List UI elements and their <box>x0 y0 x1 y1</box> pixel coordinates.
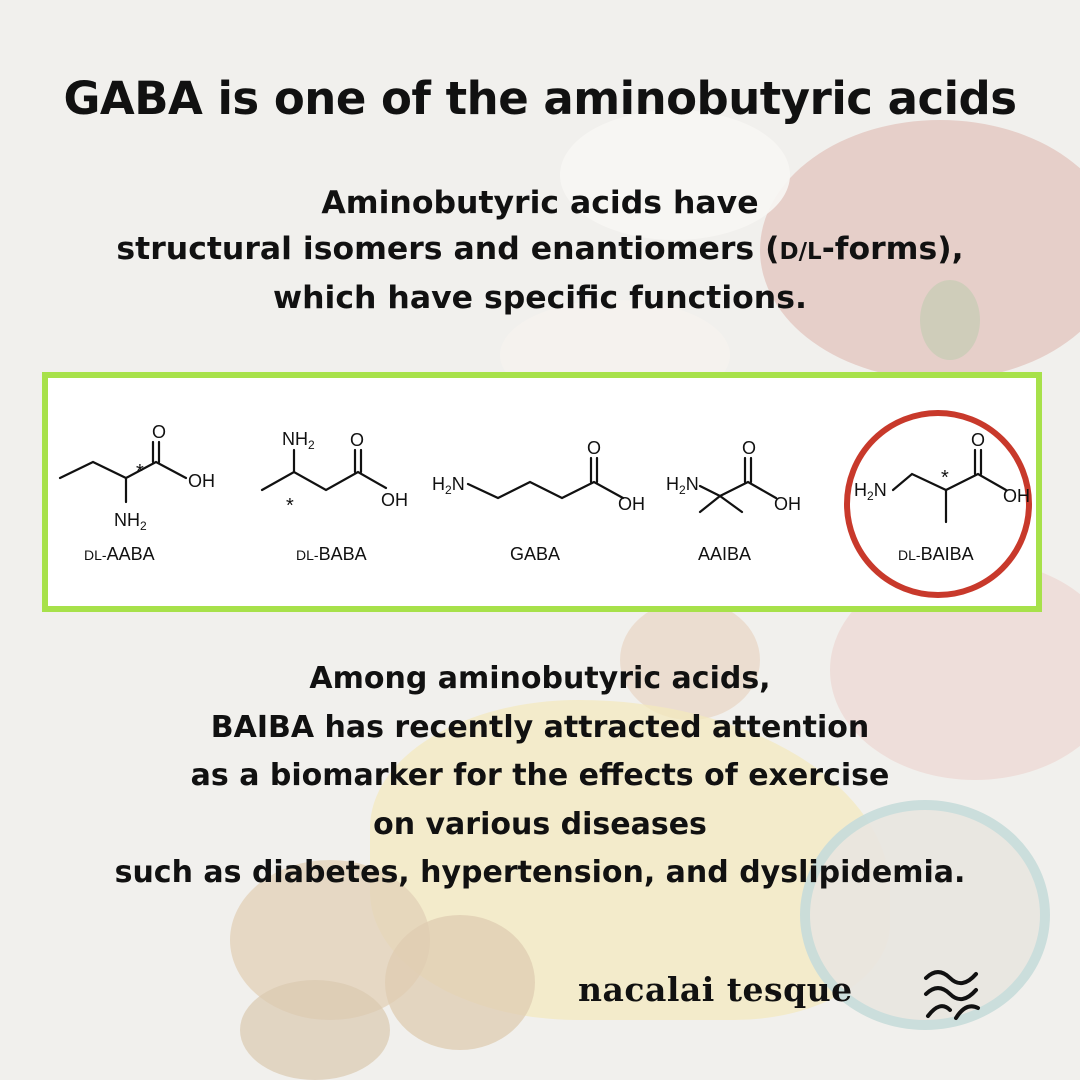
aaba-amine-label: NH2 <box>114 510 147 533</box>
baiba-oxygen-label: O <box>971 430 985 450</box>
body-line-2: BAIBA has recently attracted attention <box>210 709 870 745</box>
wave-logo-icon <box>924 970 980 1020</box>
brand-name: nacalai tesque <box>578 970 853 1009</box>
baiba-caption: DL-BAIBA <box>898 544 974 564</box>
gaba-amine-label: H2N <box>432 474 465 497</box>
body-line-3: as a biomarker for the effects of exerci… <box>190 758 890 793</box>
body-line-5: such as diabetes, hypertension, and dysl… <box>114 855 966 890</box>
gaba-oxygen-label: O <box>587 438 601 458</box>
baba-oxygen-label: O <box>350 430 364 450</box>
intro-line-2: structural isomers and enantiomers (D/L-… <box>116 231 964 267</box>
intro-text: Aminobutyric acids have structural isome… <box>0 180 1080 321</box>
aaba-chiral-star: * <box>136 461 144 483</box>
baiba-amine-label: H2N <box>854 480 887 503</box>
aaba-hydroxyl-label: OH <box>188 471 215 491</box>
baba-chiral-star: * <box>286 495 294 517</box>
gaba-caption: GABA <box>510 544 560 564</box>
page-title: GABA is one of the aminobutyric acids <box>63 72 1017 125</box>
aaiba-amine-label: H2N <box>666 474 699 497</box>
intro-line-3: which have specific functions. <box>273 280 807 316</box>
structures-panel: O OH * NH2 DL-AABA NH2 O OH * DL-BABA H2… <box>42 372 1042 612</box>
dl-smallcaps: D/L <box>779 239 822 265</box>
body-line-1: Among aminobutyric acids, <box>309 661 771 696</box>
baiba-hydroxyl-label: OH <box>1003 486 1030 506</box>
gaba-hydroxyl-label: OH <box>618 494 645 514</box>
aaiba-oxygen-label: O <box>742 438 756 458</box>
baiba-highlight-circle <box>844 410 1032 598</box>
baba-amine-label: NH2 <box>282 429 315 452</box>
brand: nacalai tesque <box>578 964 998 1024</box>
aaba-caption: DL-AABA <box>84 544 155 564</box>
aaiba-hydroxyl-label: OH <box>774 494 801 514</box>
aaba-oxygen-label: O <box>152 422 166 442</box>
aaiba-caption: AAIBA <box>698 544 751 564</box>
body-line-4: on various diseases <box>373 806 707 842</box>
body-text: Among aminobutyric acids, BAIBA has rece… <box>0 655 1080 898</box>
baba-caption: DL-BABA <box>296 544 367 564</box>
baiba-chiral-star: * <box>941 467 949 489</box>
intro-line-1: Aminobutyric acids have <box>321 185 759 221</box>
baba-hydroxyl-label: OH <box>381 490 408 510</box>
